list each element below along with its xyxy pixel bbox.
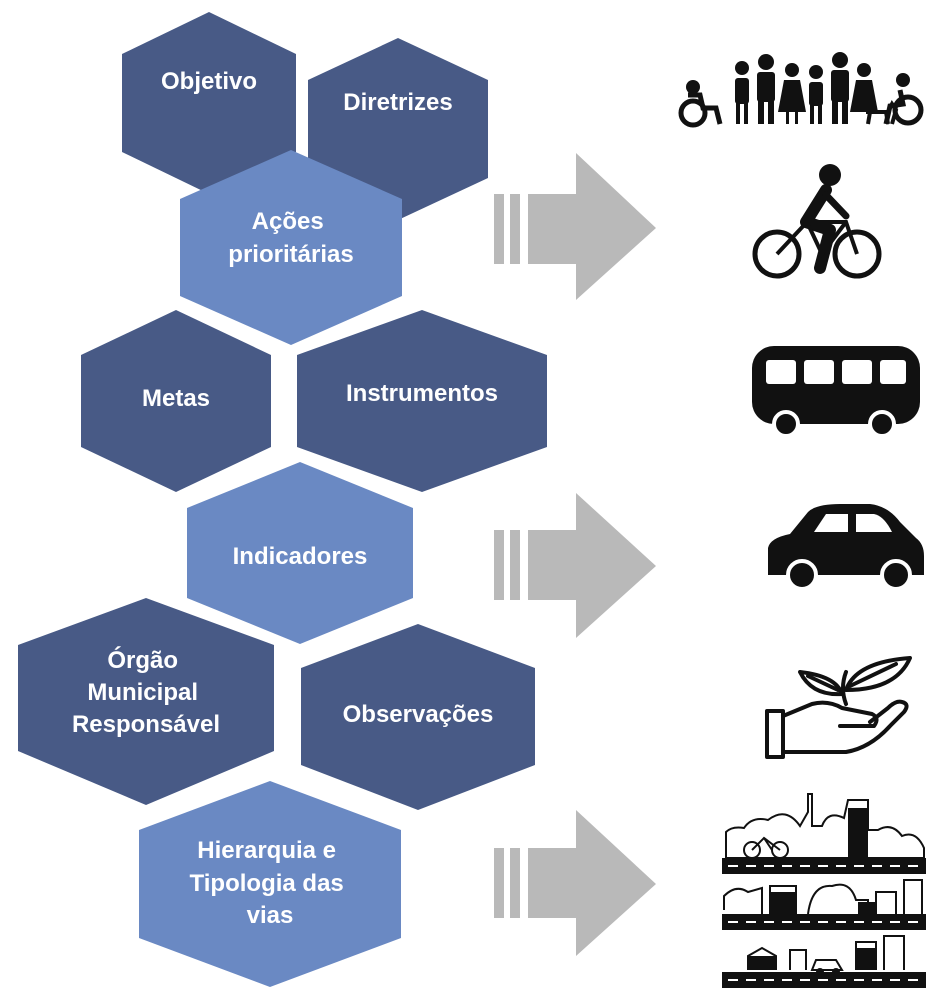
hex-metas-label: Metas [142, 385, 210, 412]
hex-hierarquia-label: Hierarquia e Tipologia das vias [190, 837, 351, 929]
arrow-3 [494, 810, 656, 956]
hex-observacoes: Observações [301, 624, 535, 810]
hex-objetivo-label: Objetivo [161, 68, 257, 95]
hex-acoes-label: Ações prioritárias [228, 208, 353, 268]
hex-metas: Metas [81, 310, 271, 492]
hex-indicadores-label: Indicadores [233, 543, 368, 570]
hex-diretrizes-label: Diretrizes [343, 89, 452, 116]
hex-objetivo: Objetivo [122, 12, 296, 194]
hex-hierarquia: Hierarquia e Tipologia das vias [139, 781, 401, 987]
arrow-2 [494, 493, 656, 638]
arrow-1 [494, 153, 656, 300]
hand-with-plant-icon [765, 656, 912, 759]
hex-indicadores: Indicadores [187, 462, 413, 644]
cyclist-icon [752, 164, 882, 279]
hex-instrumentos: Instrumentos [297, 310, 547, 492]
people-with-disabilities-icon [678, 52, 924, 128]
city-street-layers-icon [722, 793, 926, 988]
hex-diretrizes: Diretrizes [308, 38, 488, 220]
car-icon [768, 504, 924, 591]
hex-orgao-municipal: Órgão Municipal Responsável [18, 598, 274, 805]
hex-observacoes-label: Observações [343, 701, 494, 728]
hex-orgao-label: Órgão Municipal Responsável [72, 646, 220, 738]
bus-icon [752, 346, 920, 438]
hex-instrumentos-label: Instrumentos [346, 380, 498, 407]
hex-acoes-prioritarias: Ações prioritárias [180, 150, 402, 345]
